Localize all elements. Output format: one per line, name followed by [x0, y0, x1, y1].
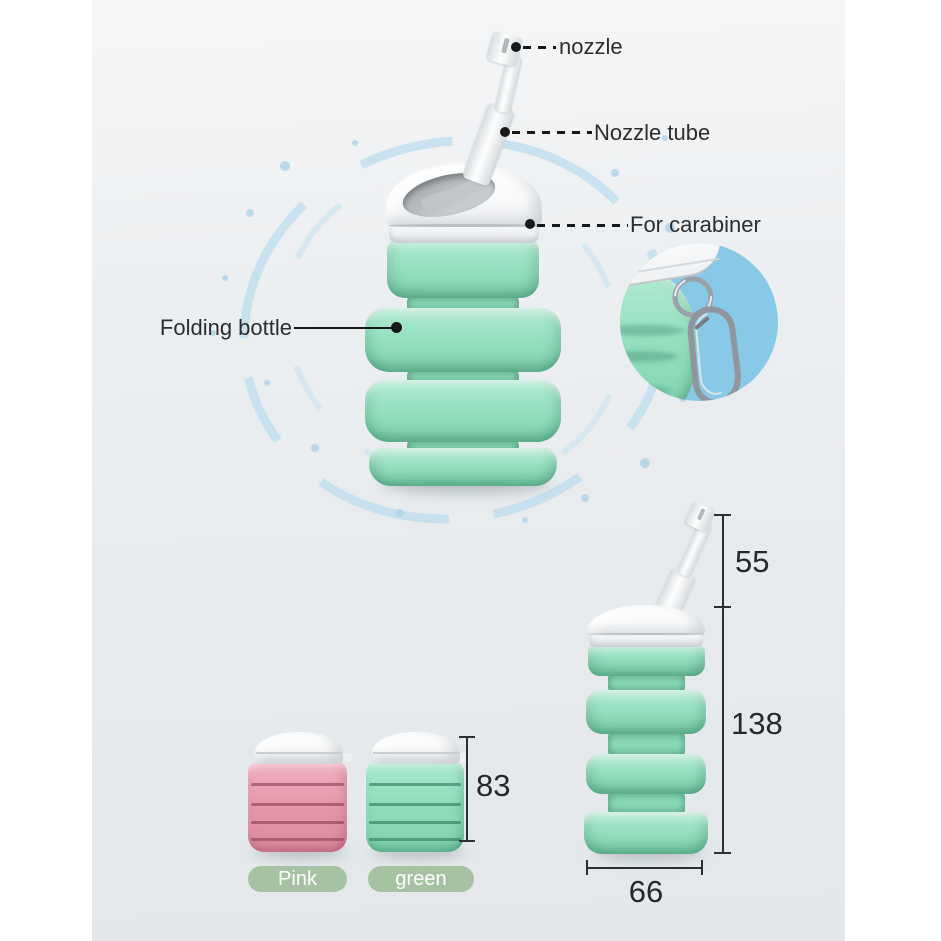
callout-dot-nozzle [511, 42, 521, 52]
bottle-base-ring [369, 448, 557, 486]
callout-dot-nozzle-tube [500, 127, 510, 137]
fold-seam [251, 803, 344, 806]
cap-seam [589, 633, 703, 635]
dim-line-83 [466, 737, 468, 841]
accordion-connector [608, 730, 685, 758]
bottle-cap [255, 732, 343, 764]
dim-tick [714, 852, 731, 854]
leader-line-folding-bottle [294, 327, 396, 329]
folded-body [366, 762, 464, 852]
dim-label-83: 83 [476, 768, 511, 803]
dim-label-66: 66 [628, 874, 664, 909]
carabiner-graphic [672, 276, 741, 401]
dim-line-66 [587, 867, 703, 869]
nozzle-slot [696, 507, 706, 521]
color-swatch-pink: Pink [248, 866, 347, 892]
fold-seam [251, 838, 344, 841]
accordion-ring-1 [365, 308, 561, 372]
cap-seam [388, 224, 540, 227]
cap-band [589, 635, 703, 647]
dim-tick [701, 860, 703, 875]
dim-label-55: 55 [735, 544, 770, 579]
callout-dot-folding-bottle [391, 322, 402, 333]
nozzle-slot [501, 37, 510, 54]
cap-band [389, 227, 539, 243]
fold-seam [369, 838, 461, 841]
bottle-base-ring [584, 812, 708, 854]
accordion-ring-2 [365, 380, 561, 442]
callout-dot-carabiner [525, 219, 535, 229]
leader-line-carabiner [537, 224, 628, 227]
cap-seam [256, 752, 342, 754]
leader-line-nozzle [523, 46, 556, 49]
inset-fold-shadow [620, 325, 684, 336]
accordion-ring-1 [586, 690, 706, 734]
dim-label-138: 138 [731, 706, 783, 741]
fold-seam [369, 783, 461, 786]
leader-line-nozzle-tube [512, 131, 592, 134]
folded-body [248, 762, 347, 852]
inset-fold-shadow [620, 351, 678, 362]
bottle-collar [588, 644, 705, 676]
straw-hinge [419, 178, 481, 211]
accordion-connector [608, 672, 685, 694]
color-swatch-green: green [368, 866, 474, 892]
accordion-connector [608, 790, 685, 816]
inset-fold-shadow [620, 385, 672, 396]
nozzle-tube-label: Nozzle tube [594, 120, 711, 145]
dim-line-55 [722, 515, 724, 607]
carabiner-loop-tab [459, 753, 469, 762]
dim-line-138 [722, 607, 724, 853]
carabiner-inset [620, 243, 778, 401]
nozzle-label: nozzle [559, 34, 623, 59]
dim-tick [459, 840, 475, 842]
carabiner-loop-tab [342, 753, 352, 762]
fold-seam [251, 783, 344, 786]
accordion-ring-2 [586, 754, 706, 794]
cap-seam [373, 752, 459, 754]
fold-seam [251, 821, 344, 824]
bottle-collar [387, 240, 539, 298]
folding-bottle-label: Folding bottle [159, 315, 292, 340]
carabiner-label: For carabiner [630, 212, 761, 237]
bottle-cap [372, 732, 460, 764]
fold-seam [369, 803, 461, 806]
fold-seam [369, 821, 461, 824]
